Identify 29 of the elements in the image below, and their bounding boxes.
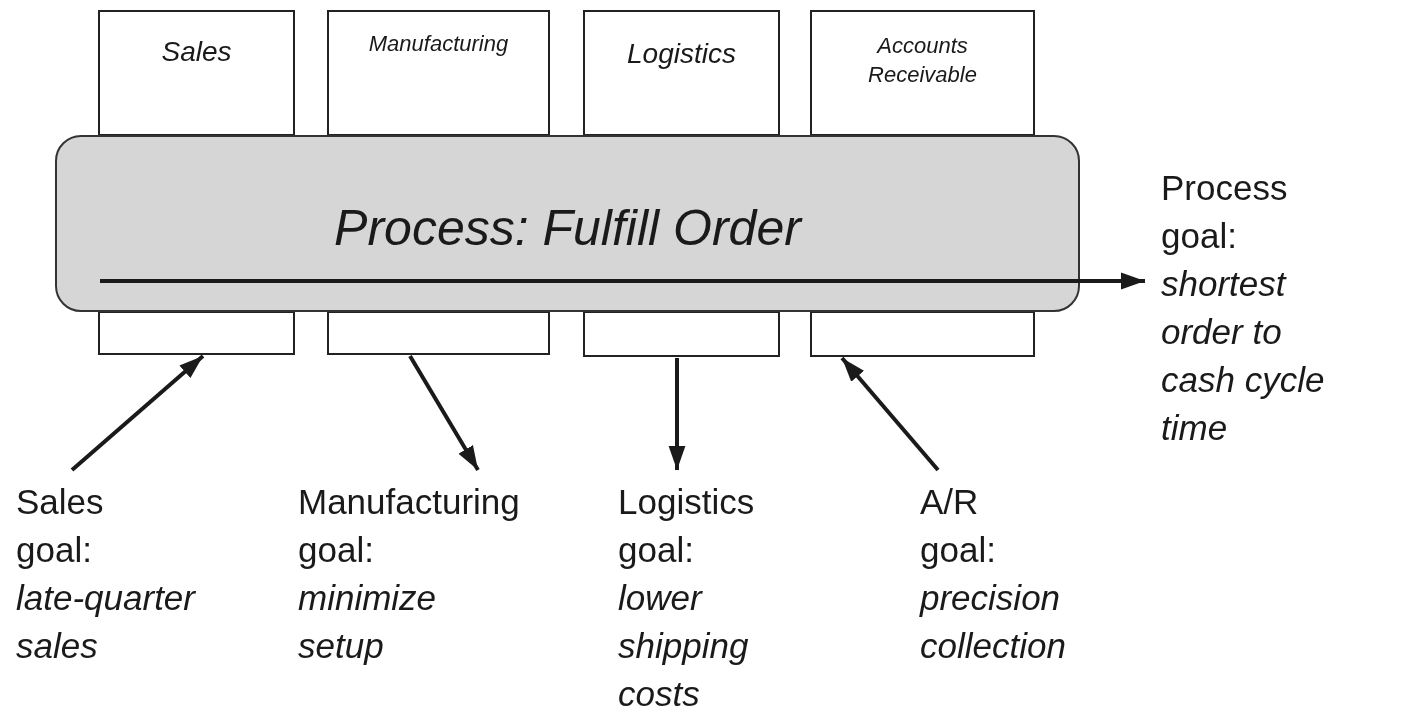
goal-heading: Process goal: (1161, 167, 1288, 257)
department-box (327, 311, 550, 355)
process-band (55, 135, 1080, 312)
arrow (100, 272, 1145, 290)
goal-description: precision collection (920, 577, 1067, 667)
goal-description: lower shipping costs (618, 577, 750, 713)
process-title: Process: Fulfill Order (333, 199, 804, 257)
goal-heading: A/R goal: (920, 481, 996, 571)
department-box (583, 10, 780, 136)
department-label: Manufacturing (367, 30, 510, 58)
arrow (70, 354, 205, 472)
department-label: Accounts Receivable (867, 32, 978, 89)
arrow (668, 358, 686, 470)
goal-heading: Manufacturing goal: (298, 481, 520, 571)
department-box (810, 10, 1035, 136)
goal-description: shortest order to cash cycle time (1161, 263, 1326, 449)
arrow (408, 354, 480, 472)
department-label: Sales (160, 35, 233, 69)
goal-description: minimize setup (298, 577, 438, 667)
goal-heading: Sales goal: (16, 481, 104, 571)
department-box (98, 10, 295, 136)
arrow (840, 356, 940, 472)
department-label: Logistics (626, 37, 737, 71)
goal-description: late-quarter sales (16, 577, 197, 667)
department-box (98, 311, 295, 355)
department-box (583, 311, 780, 357)
goal-heading: Logistics goal: (618, 481, 755, 571)
department-box (810, 311, 1035, 357)
department-box (327, 10, 550, 136)
